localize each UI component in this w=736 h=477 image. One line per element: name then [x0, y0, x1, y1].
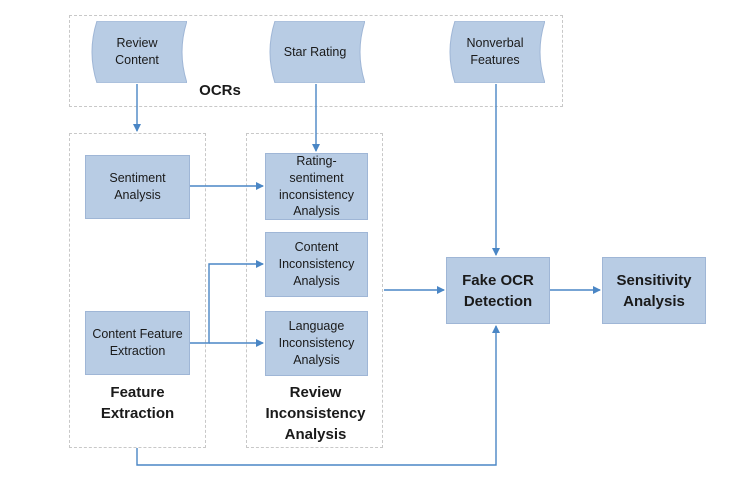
review-content-label: Review Content: [115, 36, 159, 67]
content-inconsistency-box: Content Inconsistency Analysis: [265, 232, 368, 297]
sentiment-analysis-box: Sentiment Analysis: [85, 155, 190, 219]
feature-extraction-label: Feature Extraction: [100, 384, 175, 422]
sensitivity-analysis-box: Sensitivity Analysis: [602, 257, 706, 324]
nonverbal-features-input: Nonverbal Features: [445, 21, 545, 83]
fake-ocr-detection-box: Fake OCR Detection: [446, 257, 550, 324]
star-rating-input: Star Rating: [265, 21, 365, 83]
data-shape-icon: [91, 21, 187, 83]
review-content-input: Review Content: [87, 21, 187, 83]
rating-sentiment-box: Rating- sentiment inconsistency Analysis: [265, 153, 368, 220]
ocrs-label: OCRs: [199, 82, 241, 99]
review-inconsistency-label: Review Inconsistency Analysis: [265, 384, 366, 443]
data-shape-icon: [449, 21, 545, 83]
nonverbal-features-label: Nonverbal Features: [466, 36, 524, 67]
content-feature-extraction-box: Content Feature Extraction: [85, 311, 190, 375]
language-inconsistency-box: Language Inconsistency Analysis: [265, 311, 368, 376]
star-rating-label: Star Rating: [283, 44, 347, 59]
data-shape-icon: [269, 21, 365, 83]
